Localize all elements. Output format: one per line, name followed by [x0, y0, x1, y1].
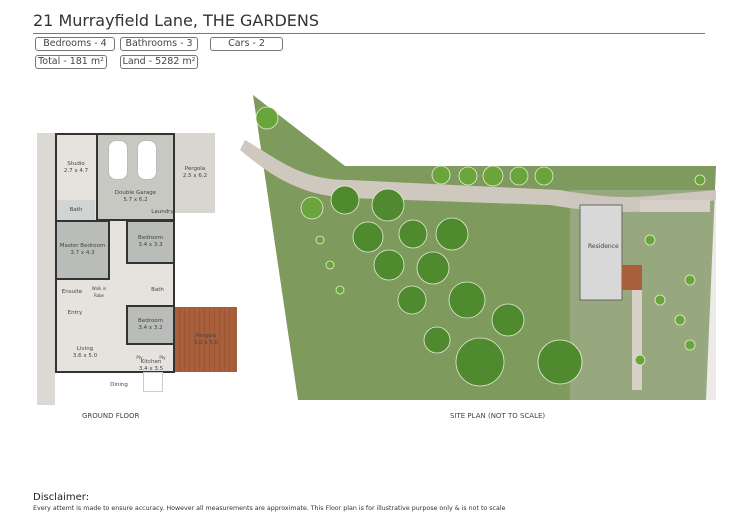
bathrooms-badge: Bathrooms - 3	[120, 37, 198, 51]
tree-icon	[644, 234, 656, 246]
site-plan-caption: SITE PLAN (NOT TO SCALE)	[450, 412, 546, 420]
room-bath: Bath	[57, 200, 95, 220]
tree-icon	[534, 166, 554, 186]
room-walk-in-robe: Walk in Robe	[91, 286, 107, 298]
tree-icon	[448, 281, 486, 319]
car-icon	[137, 140, 157, 180]
tree-icon	[455, 337, 505, 387]
tree-icon	[509, 166, 529, 186]
tree-icon	[335, 285, 345, 295]
tree-icon	[300, 196, 324, 220]
land-area-badge: Land - 5282 m²	[120, 55, 198, 69]
disclaimer-text: Every attemt is made to ensure accuracy.…	[33, 505, 506, 512]
room-ensuite: Ensuite	[61, 288, 83, 295]
tree-icon	[423, 326, 451, 354]
title-divider	[33, 33, 705, 34]
tree-icon	[315, 235, 325, 245]
garden-path	[640, 200, 710, 212]
tree-icon	[371, 188, 405, 222]
tree-icon	[373, 249, 405, 281]
tree-icon	[537, 339, 583, 385]
tree-icon	[397, 285, 427, 315]
tree-icon	[330, 185, 360, 215]
tree-icon	[674, 314, 686, 326]
tree-icon	[684, 274, 696, 286]
residence-label: Residence	[588, 243, 619, 250]
room-dining: Dining	[110, 381, 128, 388]
garden-path	[632, 290, 642, 390]
page-title: 21 Murrayfield Lane, THE GARDENS	[33, 11, 320, 30]
cars-badge: Cars - 2	[210, 37, 283, 51]
tree-icon	[255, 106, 279, 130]
site-grass	[253, 95, 716, 400]
tree-icon	[634, 354, 646, 366]
driveway	[240, 140, 716, 213]
tree-icon	[325, 260, 335, 270]
kitchen-island	[143, 372, 163, 392]
tree-icon	[482, 165, 504, 187]
site-pergola	[622, 265, 642, 290]
disclaimer-heading: Disclaimer:	[33, 492, 90, 503]
tree-icon	[352, 221, 384, 253]
tree-icon	[491, 303, 525, 337]
verandah	[37, 133, 55, 405]
total-area-badge: Total - 181 m²	[35, 55, 107, 69]
tree-icon	[431, 165, 451, 185]
tree-icon	[654, 294, 666, 306]
tree-icon	[416, 251, 450, 285]
residence-building	[579, 204, 623, 301]
room-entry: Entry	[67, 309, 83, 316]
tree-icon	[435, 217, 469, 251]
bedrooms-badge: Bedrooms - 4	[35, 37, 115, 51]
tree-icon	[458, 166, 478, 186]
tree-icon	[694, 174, 706, 186]
tree-icon	[398, 219, 428, 249]
floor-plan-caption: GROUND FLOOR	[82, 412, 140, 420]
car-icon	[108, 140, 128, 180]
tree-icon	[684, 339, 696, 351]
room-bath-2: Bath	[151, 286, 164, 293]
room-laundry: Laundry	[151, 208, 174, 215]
